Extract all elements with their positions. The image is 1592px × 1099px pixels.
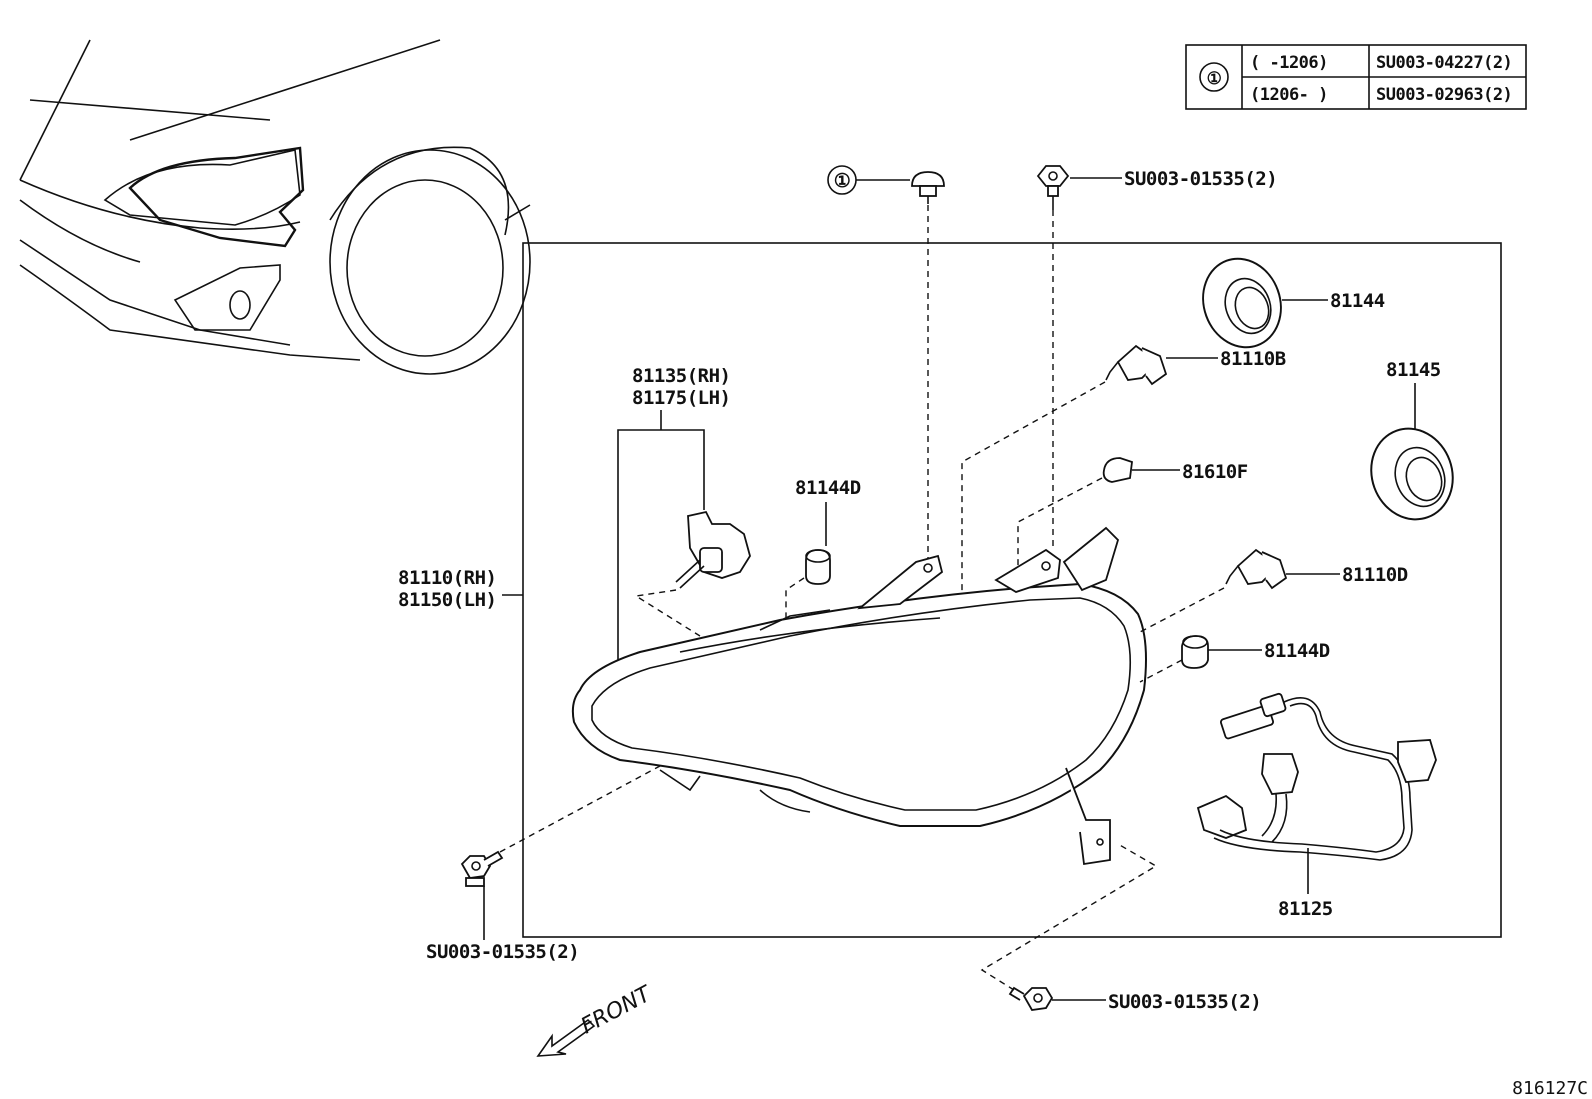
callout-81110: 81110(RH) [398,567,496,589]
bulb-icon [1105,344,1168,386]
bolt-icon [1008,986,1054,1011]
cap-icon [805,549,831,585]
callout-81125: 81125 [1278,898,1333,920]
callout-81135: 81135(RH) [632,365,730,387]
callout-bolt-bottom: SU003-01535(2) [1108,991,1261,1013]
table-part-2: SU003-02963(2) [1376,85,1512,105]
clip-icon [911,171,945,204]
callout-81145: 81145 [1386,359,1441,381]
callout-bolt-left: SU003-01535(2) [426,941,579,963]
seal-icon [1202,257,1282,349]
headlamp-assembly [571,526,1147,866]
bolt-icon [1036,165,1070,210]
table-range-2: (1206- ) [1250,85,1328,105]
bulb-icon [1225,548,1288,590]
front-label: FRONT [577,981,656,1039]
callout-81610F: 81610F [1182,461,1248,483]
seal-icon [1370,427,1454,521]
callout-81144D-upper: 81144D [795,477,861,499]
callout-bolt-top: SU003-01535(2) [1124,168,1277,190]
clip-symbol: ① [834,170,851,192]
bolt-icon [460,850,504,887]
part-reference-table: ① ( -1206) SU003-04227(2) (1206- ) SU003… [1185,44,1527,110]
callout-81175: 81175(LH) [632,387,730,409]
cap-icon [1181,635,1209,669]
callout-81110D: 81110D [1342,564,1408,586]
bulb-icon [1102,457,1133,483]
callout-81144D-lower: 81144D [1264,640,1330,662]
callout-81144: 81144 [1330,290,1385,312]
assembly-frame [522,242,1502,938]
vehicle-location-sketch [19,39,531,375]
table-range-1: ( -1206) [1250,53,1328,73]
callout-81150: 81150(LH) [398,589,496,611]
table-symbol: ① [1207,69,1222,89]
front-arrow-icon [536,1018,596,1057]
table-part-1: SU003-04227(2) [1376,53,1512,73]
socket-icon [675,510,751,589]
callout-81110B: 81110B [1220,348,1286,370]
diagram-reference: 816127C [1512,1078,1588,1099]
wire-harness-icon [1196,692,1437,861]
